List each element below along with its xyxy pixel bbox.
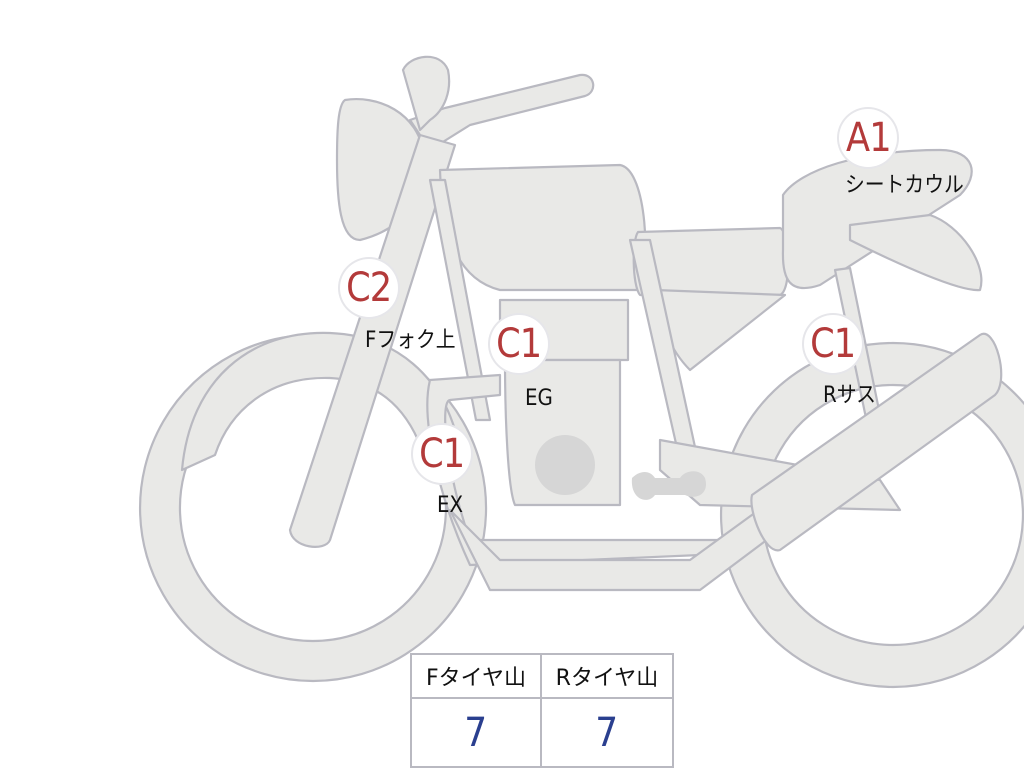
fuel-tank (438, 163, 647, 292)
mirror (401, 55, 451, 132)
seat-cowl-part (781, 148, 973, 290)
part-label-exhaust: EX (437, 493, 464, 518)
rear-tire-tread-value: 7 (595, 709, 619, 756)
front-tire-tread-header: Fタイヤ山 (412, 655, 542, 699)
front-tire-tread-cell: 7 (412, 699, 542, 766)
rear-tire-tread-header: Rタイヤ山 (542, 655, 672, 699)
part-label-engine: EG (525, 386, 553, 411)
grade-badge-exhaust: C1 (413, 425, 471, 483)
grade-badge-engine: C1 (490, 315, 548, 373)
front-fork (288, 133, 457, 548)
rear-tire-tread-cell: 7 (542, 699, 672, 766)
grade-text: C2 (346, 265, 392, 311)
muffler (750, 332, 1003, 552)
grade-badge-rear-suspension: C1 (804, 315, 862, 373)
part-label-seat-cowl: シートカウル (845, 173, 964, 198)
frame-front-down (428, 178, 492, 422)
tire-tread-table: Fタイヤ山 Rタイヤ山 7 7 (410, 653, 674, 768)
grade-text: C1 (419, 431, 465, 477)
grade-text: A1 (845, 115, 892, 161)
part-label-rear-suspension: Rサス (823, 383, 876, 408)
grade-text: C1 (496, 321, 542, 367)
footpeg (631, 471, 706, 500)
rear-fender (848, 213, 983, 292)
grade-badge-front-fork-upper: C2 (340, 259, 398, 317)
engine-block (498, 298, 630, 507)
grade-text: C1 (810, 321, 856, 367)
handlebar (408, 73, 595, 152)
grade-badge-seat-cowl: A1 (839, 109, 897, 167)
part-label-front-fork-upper: Fフォク上 (365, 328, 456, 353)
front-tire-tread-value: 7 (464, 709, 488, 756)
